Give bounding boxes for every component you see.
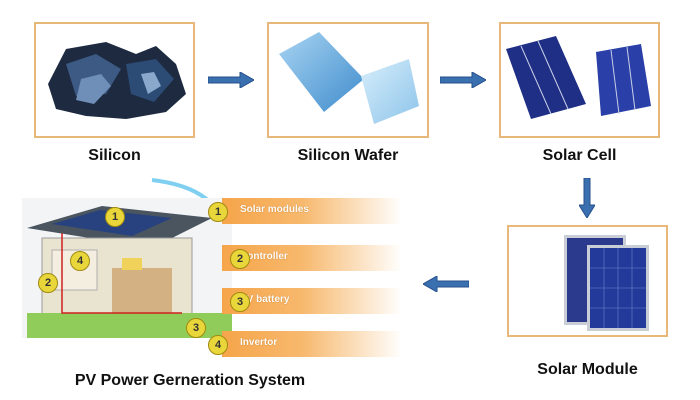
arrow-module-to-system xyxy=(423,276,469,292)
component-badge: 1 xyxy=(208,202,228,222)
component-badge: 4 xyxy=(208,335,228,355)
component-label: Solar modules xyxy=(240,204,309,215)
component-bar-2: Controller xyxy=(222,245,402,271)
component-badge: 2 xyxy=(230,249,250,269)
house-badge-2: 2 xyxy=(38,273,58,293)
component-bar-1: Solar modules xyxy=(222,198,402,224)
solar-module-image xyxy=(564,235,649,331)
house-badge-4: 4 xyxy=(70,251,90,271)
component-bar-3: PV battery xyxy=(222,288,402,314)
component-label: Controller xyxy=(240,251,288,262)
solar-cell-image xyxy=(506,36,651,119)
pv-system-house-illustration xyxy=(22,178,232,338)
component-label: PV battery xyxy=(240,294,290,305)
silicon-wafer-image xyxy=(279,32,419,124)
component-label: Invertor xyxy=(240,337,278,348)
solar-module-label: Solar Module xyxy=(537,361,638,378)
pv-system-label: PV Power Gerneration System xyxy=(74,372,306,389)
silicon-image-box xyxy=(34,22,195,138)
house-badge-1: 1 xyxy=(105,207,125,227)
solar-cell-image-box xyxy=(499,22,660,138)
silicon-wafer-label: Silicon Wafer xyxy=(297,147,399,164)
component-bar-4: Invertor xyxy=(222,331,402,357)
house-badge-3: 3 xyxy=(186,318,206,338)
arrow-silicon-to-wafer xyxy=(208,72,254,88)
arrow-wafer-to-cell xyxy=(440,72,486,88)
solar-cell-label: Solar Cell xyxy=(542,147,617,164)
arrow-cell-to-module xyxy=(579,178,595,218)
solar-module-image-box xyxy=(507,225,668,337)
silicon-image xyxy=(48,42,186,119)
silicon-label: Silicon xyxy=(88,147,141,164)
silicon-wafer-image-box xyxy=(267,22,429,138)
component-badge: 3 xyxy=(230,292,250,312)
